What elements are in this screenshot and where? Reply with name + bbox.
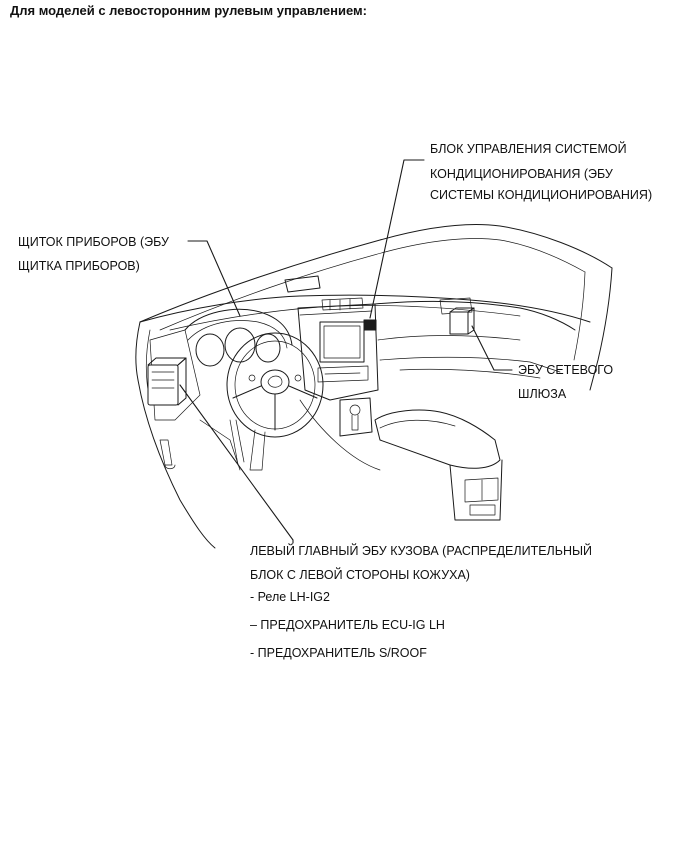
steering-hub [260, 369, 290, 395]
main-body-ecu-shape [147, 357, 187, 406]
left-door-edge [135, 321, 216, 549]
cluster-hood [184, 308, 293, 346]
center-console [374, 409, 501, 469]
steering-wheel-outer [226, 332, 324, 438]
callout-main-body-item: – ПРЕДОХРАНИТЕЛЬ ECU-IG LH [250, 618, 445, 632]
callout-ac-control-line3: СИСТЕМЫ КОНДИЦИОНИРОВАНИЯ) [430, 188, 653, 202]
center-vent [321, 297, 364, 311]
display-screen [319, 321, 365, 363]
callout-meter-line2: ЩИТКА ПРИБОРОВ) [18, 259, 140, 273]
steering-logo [267, 375, 283, 388]
gauge-right [255, 333, 281, 363]
left-panel [149, 329, 201, 421]
callout-ac-control-line2: КОНДИЦИОНИРОВАНИЯ (ЭБУ [430, 167, 613, 181]
leader-ac-control [369, 159, 425, 319]
callout-ac-control-line1: БЛОК УПРАВЛЕНИЯ СИСТЕМОЙ [430, 142, 627, 156]
leader-meter [187, 240, 241, 317]
leader-gateway [471, 325, 513, 371]
callout-main-body-line1: ЛЕВЫЙ ГЛАВНЫЙ ЭБУ КУЗОВА (РАСПРЕДЕЛИТЕЛЬ… [250, 544, 593, 558]
callout-main-body-item: - ПРЕДОХРАНИТЕЛЬ S/ROOF [250, 646, 427, 660]
gauge-left [195, 333, 225, 367]
defrost-vent [284, 275, 321, 293]
ac-control-unit-shape [363, 319, 377, 331]
center-stack [297, 303, 379, 401]
gauge-center [224, 327, 256, 363]
console-rear [449, 459, 503, 521]
right-pillar [589, 267, 613, 391]
gateway-ecu-shape [449, 307, 475, 335]
callout-gateway-line1: ЭБУ СЕТЕВОГО [518, 363, 614, 377]
steering-column [249, 429, 266, 471]
windshield-upper-edge [139, 224, 613, 323]
dash-top [139, 294, 591, 323]
callout-main-body-line2: БЛОК С ЛЕВОЙ СТОРОНЫ КОЖУХА) [250, 568, 470, 582]
pedal [159, 439, 173, 466]
windshield-inner-edge [159, 238, 586, 331]
callout-main-body-item: - Реле LH-IG2 [250, 590, 330, 604]
leader-main-body [179, 384, 294, 544]
gear-shifter [339, 397, 373, 437]
passenger-dash [374, 300, 576, 331]
callout-meter-line1: ЩИТОК ПРИБОРОВ (ЭБУ [18, 235, 169, 249]
page-heading: Для моделей с левосторонним рулевым упра… [10, 3, 367, 18]
callout-gateway-line2: ШЛЮЗА [518, 387, 567, 401]
